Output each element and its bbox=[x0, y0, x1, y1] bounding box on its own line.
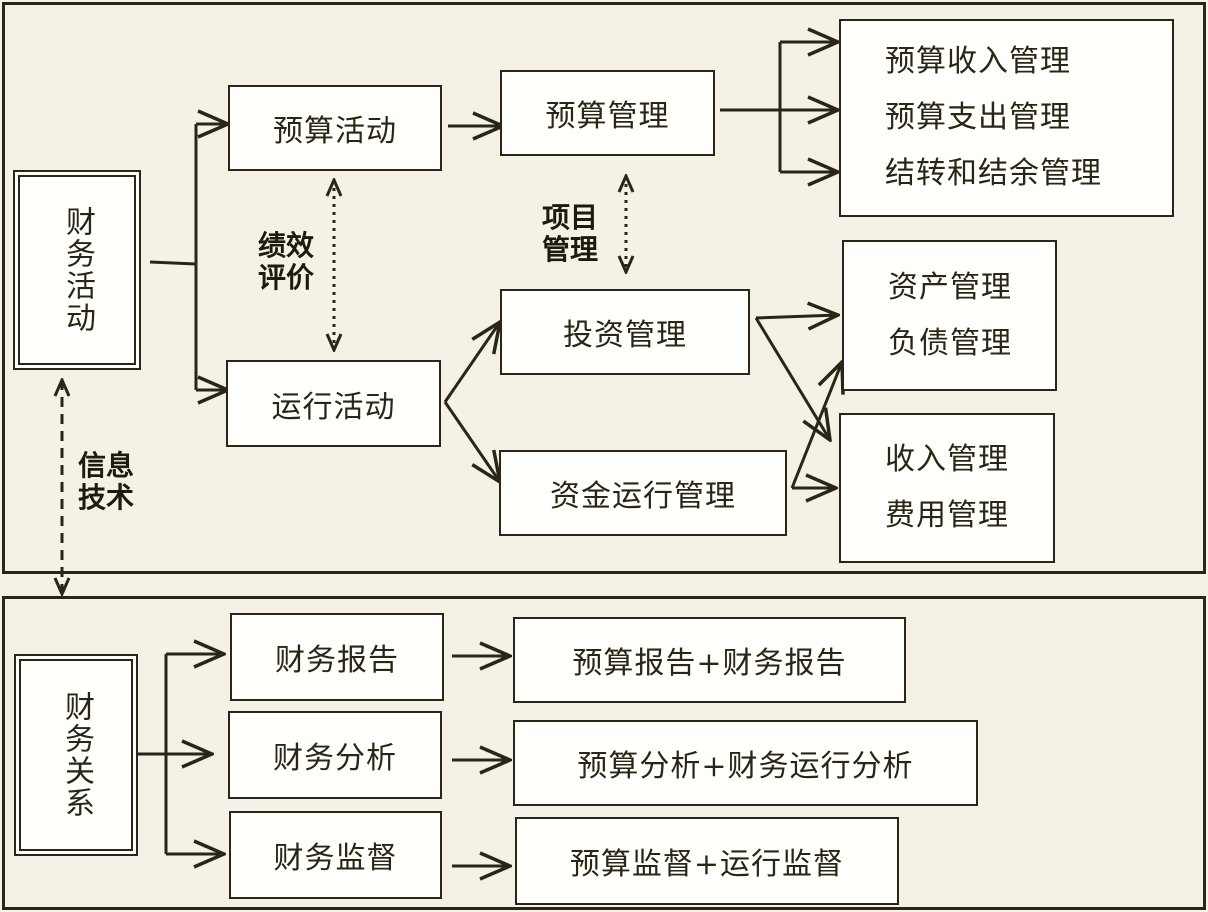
income-detail-item: 费用管理 bbox=[885, 498, 1009, 533]
investment-mgmt-box: 投资管理 bbox=[500, 289, 750, 375]
arrow-to-investment bbox=[443, 322, 500, 403]
budget-detail-item: 预算支出管理 bbox=[885, 100, 1071, 135]
supervision-detail-box: 预算监督+运行监督 bbox=[515, 817, 899, 905]
bottom-panel bbox=[2, 596, 1206, 910]
asset-detail-item: 负债管理 bbox=[888, 325, 1012, 361]
arrow-fund-asset bbox=[790, 362, 842, 489]
finance-relation-label: 财务关系 bbox=[59, 691, 94, 819]
asset-detail-item: 资产管理 bbox=[888, 269, 1012, 305]
budget-mgmt-box: 预算管理 bbox=[500, 70, 715, 156]
project-label: 项目 管理 bbox=[542, 201, 599, 266]
budget-detail-item: 预算收入管理 bbox=[885, 44, 1071, 79]
budget-detail-box: 预算收入管理 预算支出管理 结转和结余管理 bbox=[839, 19, 1174, 217]
connector-finance-activity bbox=[149, 260, 197, 266]
budget-detail-item: 结转和结余管理 bbox=[885, 156, 1102, 191]
supervision-box: 财务监督 bbox=[229, 811, 442, 899]
performance-label: 绩效 评价 bbox=[258, 229, 315, 294]
top-panel bbox=[2, 2, 1206, 574]
income-detail-item: 收入管理 bbox=[885, 442, 1009, 477]
operation-activity-box: 运行活动 bbox=[226, 360, 441, 447]
finance-activity-box: 财务活动 bbox=[13, 170, 141, 370]
report-detail-box: 预算报告+财务报告 bbox=[513, 617, 906, 703]
analysis-detail-box: 预算分析+财务运行分析 bbox=[513, 720, 978, 806]
info-tech-label: 信息 技术 bbox=[78, 449, 135, 514]
finance-activity-label: 财务活动 bbox=[60, 206, 95, 334]
arrow-to-fund bbox=[443, 401, 500, 482]
report-box: 财务报告 bbox=[230, 613, 444, 701]
arrow-invest-asset bbox=[755, 315, 838, 318]
income-detail-box: 收入管理 费用管理 bbox=[839, 413, 1055, 563]
fund-operation-mgmt-box: 资金运行管理 bbox=[499, 450, 787, 536]
finance-relation-box: 财务关系 bbox=[14, 654, 138, 856]
budget-activity-box: 预算活动 bbox=[228, 85, 442, 171]
analysis-box: 财务分析 bbox=[228, 711, 442, 799]
asset-detail-box: 资产管理 负债管理 bbox=[842, 240, 1057, 391]
